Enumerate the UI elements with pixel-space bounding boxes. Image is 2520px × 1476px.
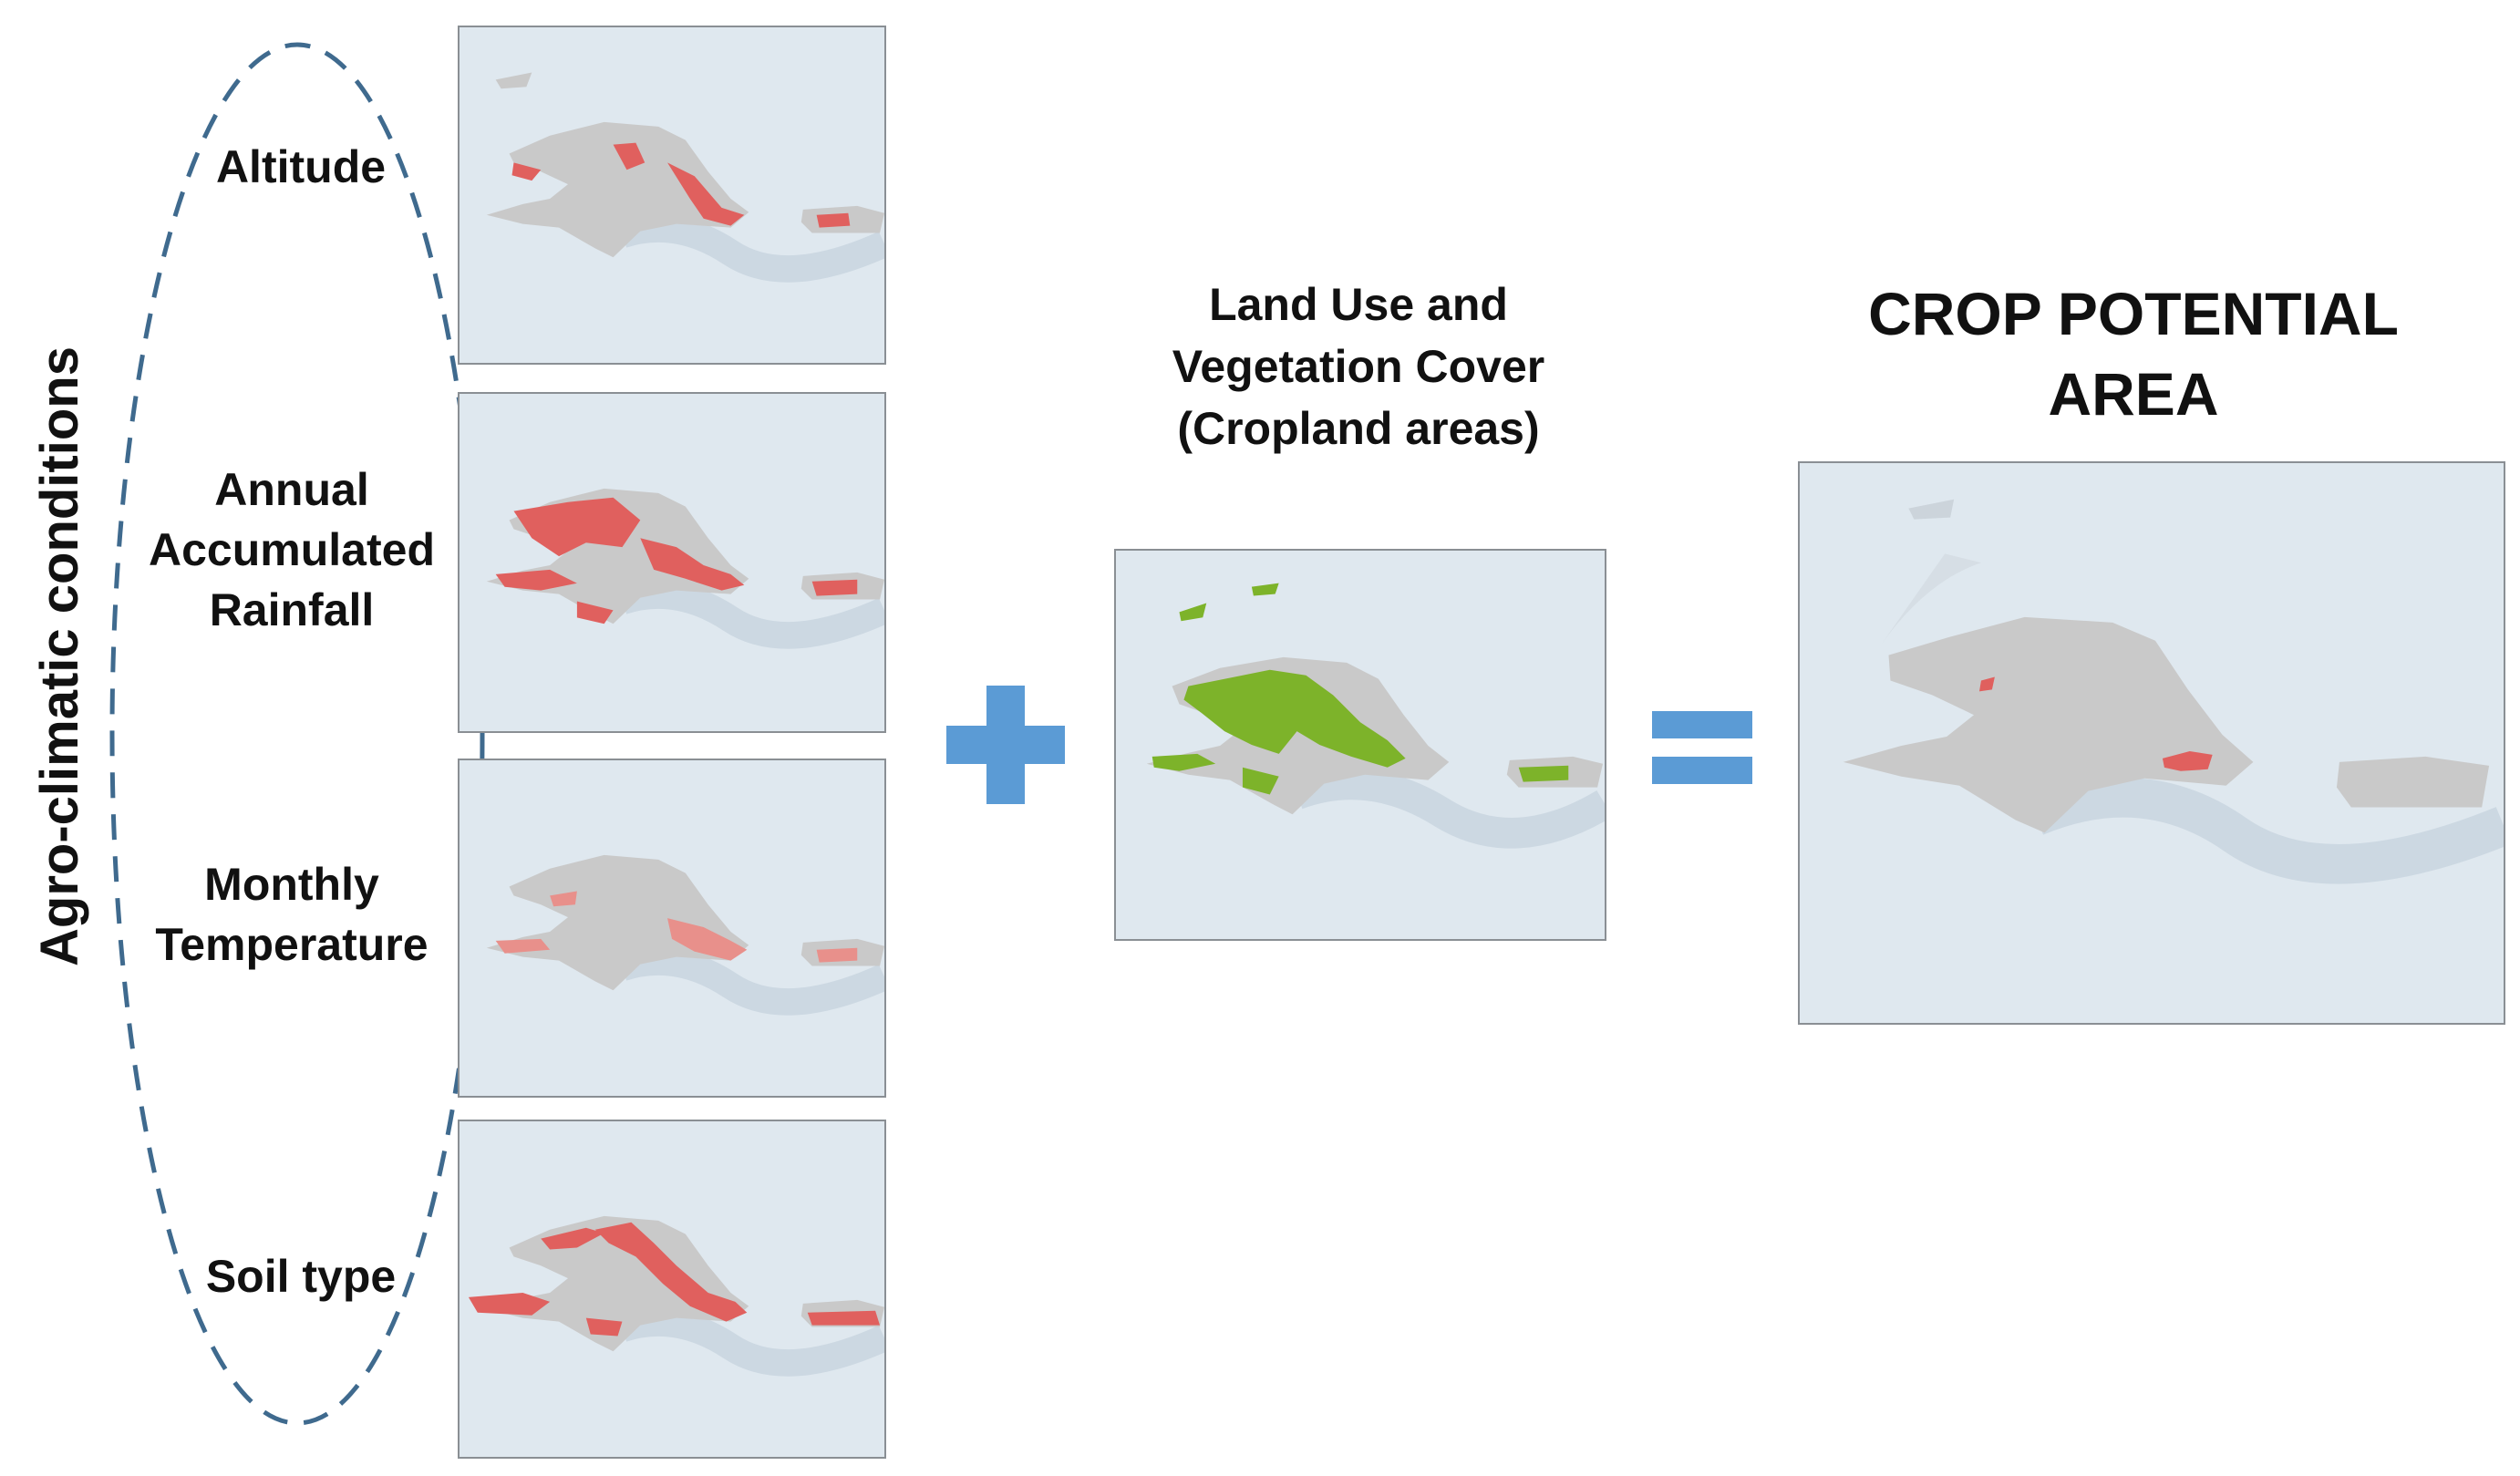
factor-label-altitude: Altitude xyxy=(215,141,387,192)
map-rainfall xyxy=(458,392,886,733)
factor-label-soil: Soil type xyxy=(205,1251,397,1302)
map-temperature xyxy=(458,759,886,1098)
land-use-title: Land Use and Vegetation Cover (Cropland … xyxy=(1172,279,1545,454)
agroclimatic-conditions-label: Agro-climatic conditions xyxy=(30,346,89,966)
map-soil xyxy=(458,1120,886,1459)
crop-potential-title: CROP POTENTIAL AREA xyxy=(1868,280,2399,428)
factor-label-rainfall: Annual Accumulated Rainfall xyxy=(149,464,435,635)
map-altitude xyxy=(458,26,886,365)
map-land-use xyxy=(1114,549,1606,941)
factor-label-temperature: Monthly Temperature xyxy=(155,859,429,970)
map-crop-potential xyxy=(1798,461,2505,1025)
plus-symbol xyxy=(946,686,1065,804)
equals-symbol xyxy=(1652,711,1752,784)
